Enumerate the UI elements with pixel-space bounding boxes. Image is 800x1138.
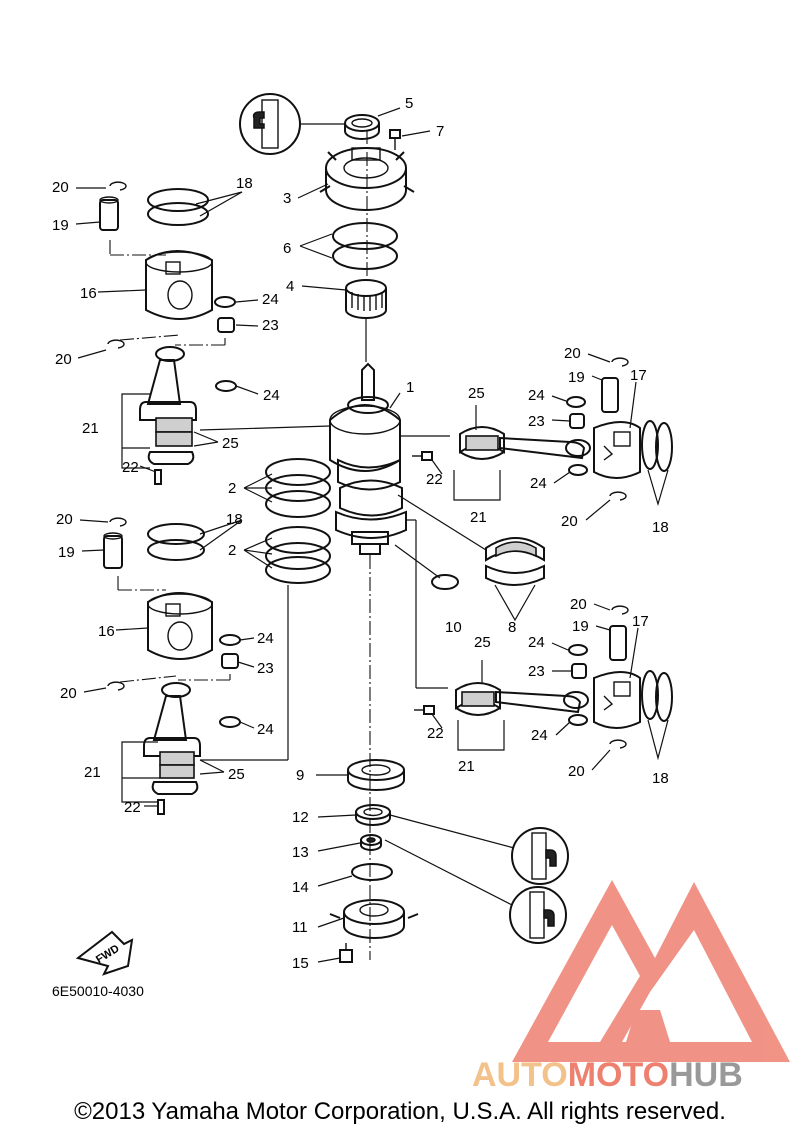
label-21-lower-left: 21 xyxy=(84,764,101,781)
label-24-a: 24 xyxy=(262,291,279,308)
label-20-c: 20 xyxy=(56,511,73,528)
label-8: 8 xyxy=(508,619,516,636)
watermark-text: AUTOMOTOHUB xyxy=(472,1056,743,1094)
watermark-text-moto: MOTO xyxy=(568,1056,669,1094)
label-16-lower: 16 xyxy=(98,623,115,640)
bolt-7 xyxy=(389,129,401,150)
label-23-lower-right: 23 xyxy=(528,663,545,680)
label-18-upper-left: 18 xyxy=(236,175,253,192)
needle-bearing-4 xyxy=(345,279,387,319)
label-22-upper-left: 22 xyxy=(122,459,139,476)
oil-seal-13 xyxy=(360,834,382,851)
piston-group-left-lower xyxy=(103,517,289,815)
label-25-lower-right: 25 xyxy=(474,634,491,651)
label-18-upper-right: 18 xyxy=(652,519,669,536)
label-22-upper-right: 22 xyxy=(426,471,443,488)
label-21-upper-right: 21 xyxy=(470,509,487,526)
oil-seal-5 xyxy=(344,114,380,140)
label-20-e: 20 xyxy=(564,345,581,362)
label-20-b: 20 xyxy=(55,351,72,368)
seal-rings-2 xyxy=(265,458,331,584)
label-24-e: 24 xyxy=(528,387,545,404)
label-24-c: 24 xyxy=(257,630,274,647)
label-19-lower-right: 19 xyxy=(572,618,589,635)
lower-housing-11 xyxy=(329,899,419,939)
label-21-lower-right: 21 xyxy=(458,758,475,775)
fwd-arrow-icon: FWD xyxy=(75,930,134,976)
label-17-lower: 17 xyxy=(632,613,649,630)
label-4: 4 xyxy=(286,278,294,295)
label-20-d: 20 xyxy=(60,685,77,702)
label-9: 9 xyxy=(296,767,304,784)
label-19-lower-left: 19 xyxy=(58,544,75,561)
label-5: 5 xyxy=(405,95,413,112)
piston-group-right-lower xyxy=(406,519,673,761)
watermark-text-auto: AUTO xyxy=(472,1056,568,1094)
label-22-lower-left: 22 xyxy=(124,799,141,816)
label-25-lower-left: 25 xyxy=(228,766,245,783)
label-24-g: 24 xyxy=(528,634,545,651)
label-20-f: 20 xyxy=(561,513,578,530)
o-rings-6 xyxy=(332,222,398,270)
piston-group-right-upper xyxy=(400,357,673,507)
upper-housing-3 xyxy=(319,147,415,211)
crankshaft-1 xyxy=(329,362,407,555)
label-18-lower-right: 18 xyxy=(652,770,669,787)
label-19-upper-right: 19 xyxy=(568,369,585,386)
fwd-label: FWD xyxy=(94,943,122,966)
label-20-a: 20 xyxy=(52,179,69,196)
label-20-g: 20 xyxy=(570,596,587,613)
label-23-upper-left: 23 xyxy=(262,317,279,334)
label-leaders xyxy=(75,107,639,963)
label-12: 12 xyxy=(292,809,309,826)
label-25-upper-right: 25 xyxy=(468,385,485,402)
seal-detail-callout-top xyxy=(239,93,345,155)
copyright-text: ©2013 Yamaha Motor Corporation, U.S.A. A… xyxy=(74,1098,726,1125)
bearing-8 xyxy=(485,537,545,622)
label-17-upper: 17 xyxy=(630,367,647,384)
label-22-lower-right: 22 xyxy=(427,725,444,742)
label-25-upper-left: 25 xyxy=(222,435,239,452)
piston-group-left-upper xyxy=(99,181,331,485)
label-21-upper-left: 21 xyxy=(82,420,99,437)
seal-detail-callout-low xyxy=(384,839,567,944)
o-ring-14 xyxy=(351,863,393,881)
oil-seal-12 xyxy=(355,804,391,826)
label-11: 11 xyxy=(292,919,308,936)
label-1: 1 xyxy=(406,379,414,396)
watermark-logo xyxy=(512,880,790,1062)
label-23-lower-left: 23 xyxy=(257,660,274,677)
label-24-b: 24 xyxy=(263,387,280,404)
label-24-d: 24 xyxy=(257,721,274,738)
label-23-upper-right: 23 xyxy=(528,413,545,430)
bolt-15 xyxy=(339,943,353,963)
label-24-f: 24 xyxy=(530,475,547,492)
callout-labels: 1 2 2 3 4 5 6 7 8 9 10 11 12 13 14 15 16… xyxy=(52,95,669,972)
label-2-lower: 2 xyxy=(228,542,236,559)
label-14: 14 xyxy=(292,879,309,896)
label-2-upper: 2 xyxy=(228,480,236,497)
label-6: 6 xyxy=(283,240,291,257)
label-7: 7 xyxy=(436,123,444,140)
label-10: 10 xyxy=(445,619,462,636)
watermark-text-hub: HUB xyxy=(669,1056,743,1094)
label-16-upper: 16 xyxy=(80,285,97,302)
label-24-h: 24 xyxy=(531,727,548,744)
label-20-h: 20 xyxy=(568,763,585,780)
label-13: 13 xyxy=(292,844,309,861)
label-3: 3 xyxy=(283,190,291,207)
seal-detail-callout-mid xyxy=(389,814,569,885)
label-19-upper-left: 19 xyxy=(52,217,69,234)
circlip-10 xyxy=(431,574,459,590)
ball-bearing-9 xyxy=(347,759,405,791)
diagram-code: 6E50010-4030 xyxy=(52,983,144,999)
label-15: 15 xyxy=(292,955,309,972)
